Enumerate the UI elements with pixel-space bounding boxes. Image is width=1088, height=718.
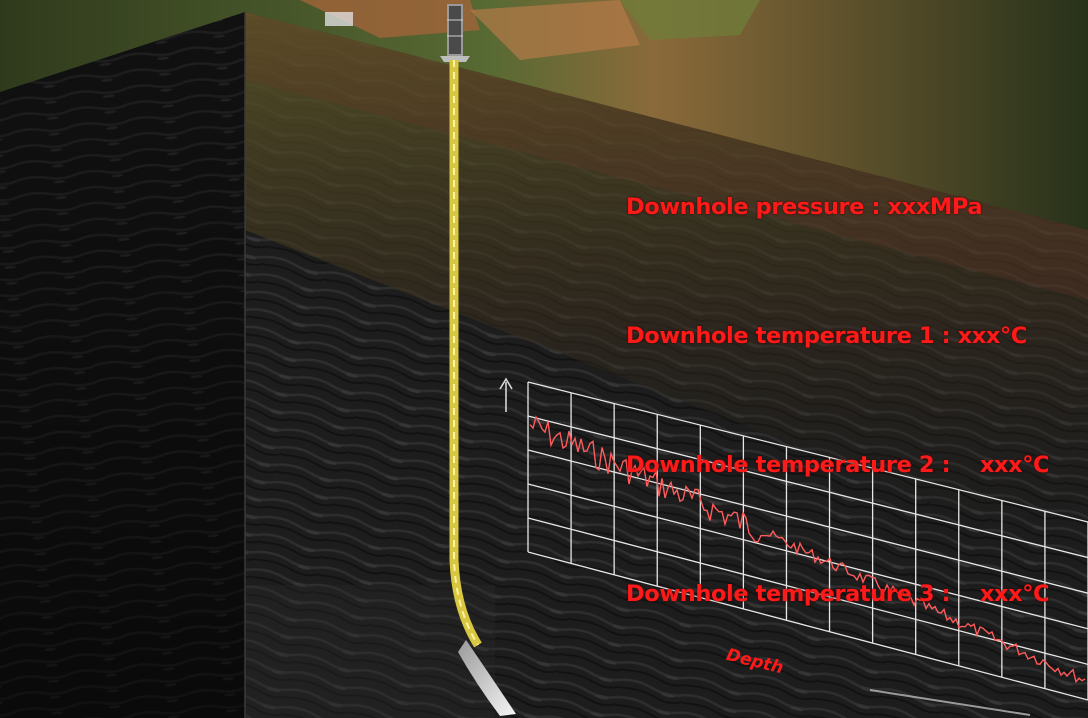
signal-trace [529, 415, 1086, 684]
temperature-3-readout: Downhole temperature 3 : xxx℃ [626, 581, 1050, 607]
pressure-readout: Downhole pressure : xxxMPa [626, 194, 983, 220]
temperature-1-readout: Downhole temperature 1 : xxx℃ [626, 323, 1027, 349]
drilling-rig-icon [440, 4, 470, 62]
temperature-2-readout: Downhole temperature 2 : xxx℃ [626, 452, 1050, 478]
farmland-patches [300, 0, 760, 60]
grid-baseline [869, 689, 1031, 716]
fiber-cable [453, 60, 479, 646]
horizontal-section [458, 640, 516, 716]
measurement-grid [527, 381, 1088, 701]
up-arrow-icon [499, 377, 513, 412]
readout-list: Downhole pressure : xxxMPa Downhole temp… [626, 100, 1050, 702]
wellbore [449, 60, 516, 716]
